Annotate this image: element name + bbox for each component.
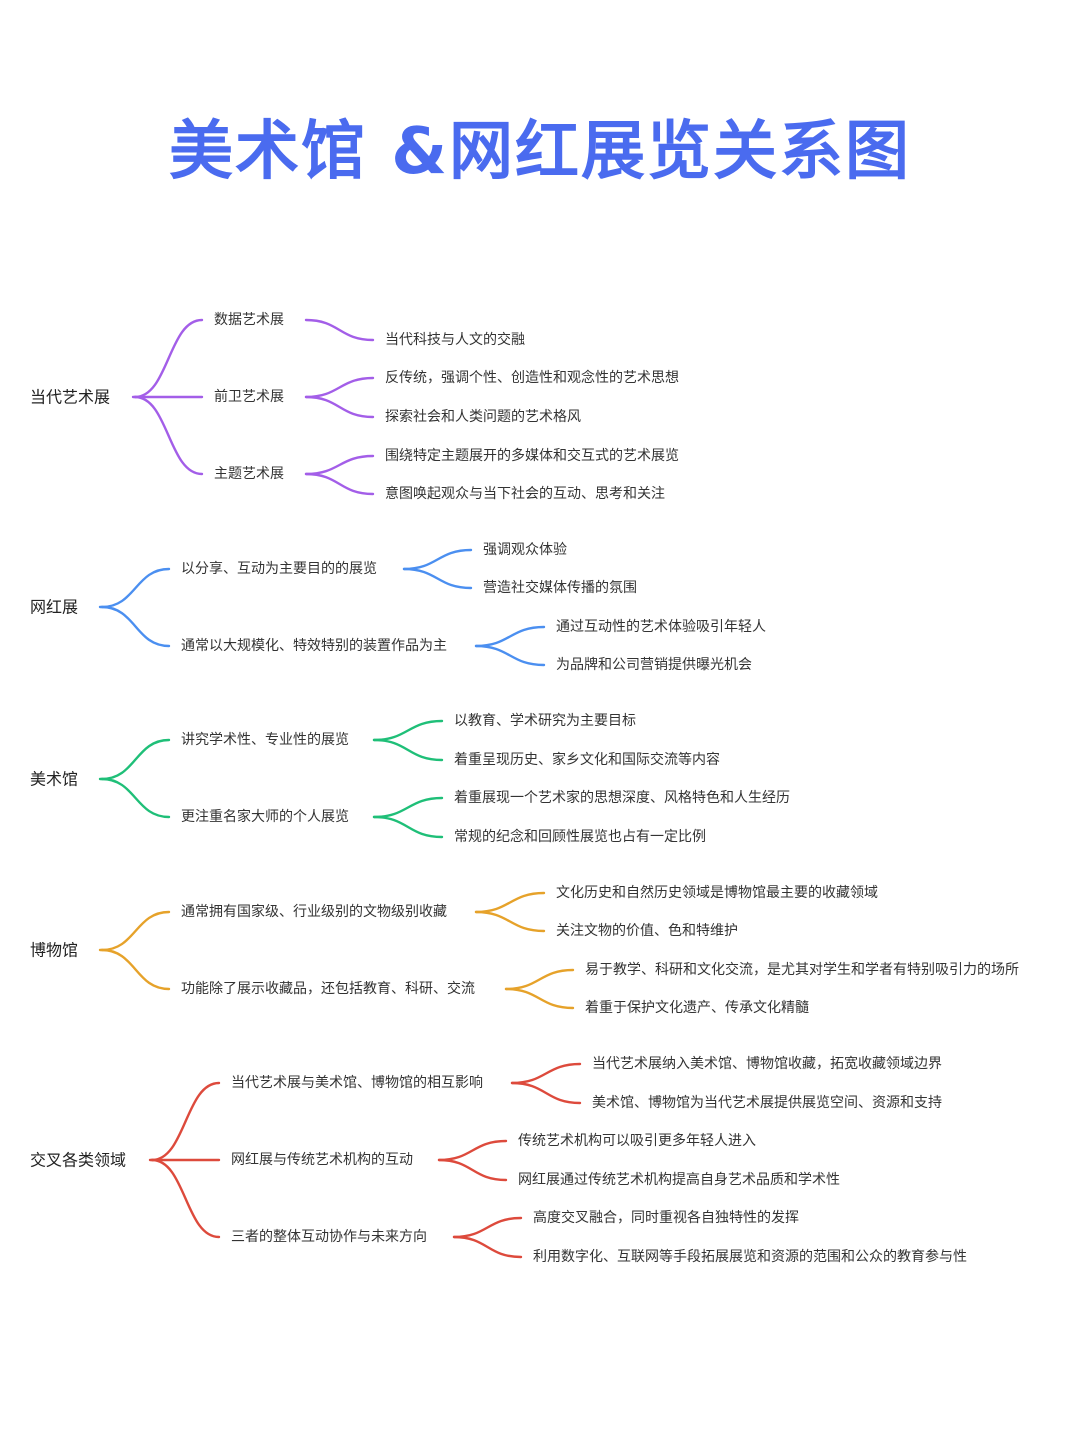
leaf-label: 着重展现一个艺术家的思想深度、风格特色和人生经历 — [454, 789, 790, 806]
leaf-connector-line — [474, 891, 546, 914]
leaf-label: 为品牌和公司营销提供曝光机会 — [556, 656, 752, 673]
branch-connector-line — [150, 1158, 221, 1239]
leaf-label: 探索社会和人类问题的艺术格风 — [385, 408, 581, 425]
branch-label: 交叉各类领域 — [30, 1151, 126, 1170]
leaf-connector-line — [474, 910, 546, 933]
subtopic-label: 更注重名家大师的个人展览 — [181, 808, 349, 825]
leaf-label: 常规的纪念和回顾性展览也占有一定比例 — [454, 828, 706, 845]
leaf-connector-line — [402, 567, 473, 590]
branch-connector-line — [100, 738, 171, 781]
leaf-label: 通过互动性的艺术体验吸引年轻人 — [556, 619, 766, 635]
branch-connector-line — [100, 777, 171, 819]
leaf-label: 反传统，强调个性、创造性和观念性的艺术思想 — [385, 369, 679, 386]
leaf-label: 利用数字化、互联网等手段拓展展览和资源的范围和公众的教育参与性 — [533, 1248, 967, 1265]
leaf-connector-line — [437, 1158, 508, 1182]
leaf-label: 文化历史和自然历史领域是博物馆最主要的收藏领域 — [556, 884, 878, 901]
leaf-connector-line — [372, 815, 444, 839]
branch-connector-line — [100, 567, 171, 609]
subtopic-label: 功能除了展示收藏品，还包括教育、科研、交流 — [181, 980, 475, 997]
leaf-connector-line — [304, 454, 375, 476]
leaf-label: 当代科技与人文的交融 — [385, 331, 525, 348]
leaf-connector-line — [372, 796, 444, 819]
subtopic-label: 网红展与传统艺术机构的互动 — [231, 1152, 413, 1168]
branch-connector-line — [133, 318, 204, 399]
leaf-label: 关注文物的价值、色和特维护 — [556, 922, 738, 939]
leaf-label: 围绕特定主题展开的多媒体和交互式的艺术展览 — [385, 447, 679, 464]
branch-label: 博物馆 — [30, 941, 78, 960]
leaf-label: 美术馆、博物馆为当代艺术展提供展览空间、资源和支持 — [592, 1094, 942, 1111]
subtopic-label: 主题艺术展 — [214, 466, 284, 482]
leaf-connector-line — [304, 376, 375, 399]
leaf-connector-line — [474, 644, 546, 667]
leaf-connector-line — [304, 472, 375, 496]
subtopic-label: 数据艺术展 — [214, 312, 284, 328]
leaf-connector-line — [452, 1235, 523, 1259]
leaf-connector-line — [304, 318, 375, 342]
subtopic-label: 当代艺术展与美术馆、博物馆的相互影响 — [231, 1074, 483, 1091]
subtopic-label: 以分享、互动为主要目的的展览 — [181, 560, 377, 577]
leaf-label: 传统艺术机构可以吸引更多年轻人进入 — [518, 1132, 756, 1149]
leaf-label: 着重于保护文化遗产、传承文化精髓 — [585, 1000, 809, 1016]
branch-connector-line — [100, 910, 171, 952]
subtopic-label: 通常拥有国家级、行业级别的文物级别收藏 — [181, 903, 447, 920]
leaf-connector-line — [452, 1216, 523, 1239]
leaf-connector-line — [372, 738, 444, 762]
branch-connector-line — [100, 605, 171, 648]
subtopic-label: 讲究学术性、专业性的展览 — [181, 732, 349, 748]
diagram-title: 美术馆 &网红展览关系图 — [168, 115, 912, 189]
subtopic-label: 三者的整体互动协作与未来方向 — [231, 1229, 427, 1245]
leaf-label: 以教育、学术研究为主要目标 — [454, 713, 636, 729]
branch-connector-line — [133, 395, 204, 476]
leaf-connector-line — [504, 968, 575, 991]
leaf-connector-line — [510, 1081, 582, 1105]
leaf-label: 易于教学、科研和文化交流，是尤其对学生和学者有特别吸引力的场所 — [585, 961, 1019, 978]
leaf-label: 着重呈现历史、家乡文化和国际交流等内容 — [454, 751, 720, 768]
leaf-connector-line — [372, 719, 444, 742]
leaf-label: 营造社交媒体传播的氛围 — [483, 579, 637, 596]
branch-label: 网红展 — [30, 598, 78, 617]
leaf-connector-line — [510, 1062, 582, 1085]
leaf-connector-line — [504, 987, 575, 1010]
leaf-label: 强调观众体验 — [483, 542, 567, 558]
leaf-connector-line — [304, 395, 375, 419]
leaf-label: 意图唤起观众与当下社会的互动、思考和关注 — [385, 485, 665, 502]
leaf-label: 高度交叉融合，同时重视各自独特性的发挥 — [533, 1209, 799, 1226]
leaf-label: 网红展通过传统艺术机构提高自身艺术品质和学术性 — [518, 1171, 840, 1188]
leaf-connector-line — [402, 548, 473, 571]
leaf-connector-line — [474, 625, 546, 648]
branch-connector-line — [150, 1081, 221, 1162]
leaf-connector-line — [437, 1139, 508, 1162]
subtopic-label: 前卫艺术展 — [214, 388, 284, 405]
branch-label: 美术馆 — [30, 770, 78, 789]
branch-connector-line — [100, 948, 171, 991]
leaf-label: 当代艺术展纳入美术馆、博物馆收藏，拓宽收藏领域边界 — [592, 1055, 942, 1072]
subtopic-label: 通常以大规模化、特效特别的装置作品为主 — [181, 638, 447, 654]
branch-label: 当代艺术展 — [30, 388, 110, 407]
